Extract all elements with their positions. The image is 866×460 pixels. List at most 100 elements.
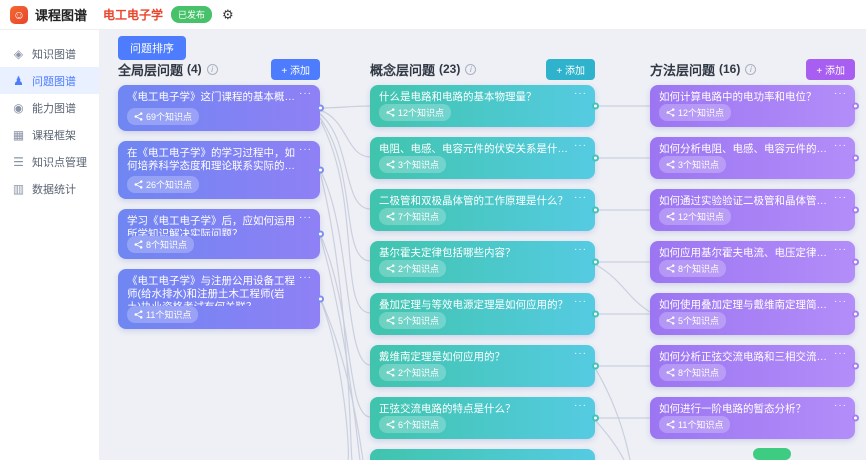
link-anchor[interactable] [317,166,324,174]
question-card[interactable]: ··· 如何分析电阻、电感、电容元件的伏安关系？ 3个知识点 [650,137,859,179]
knowledge-count-badge[interactable]: 12个知识点 [379,104,452,121]
link-anchor[interactable] [592,414,599,422]
sidebar-item-ability-graph[interactable]: ◉ 能力图谱 [0,94,99,121]
link-anchor[interactable] [592,258,599,266]
sidebar-item-problem-graph[interactable]: ♟ 问题图谱 [0,67,99,94]
link-anchor[interactable] [852,414,859,422]
question-card[interactable]: ··· 在《电工电子学》的学习过程中，如何培养科学态度和理论联系实际的工作作风？… [118,141,324,199]
share-icon [386,420,395,429]
question-card[interactable]: ··· 如何通过实验验证二极管和晶体管的工作原理？ 12个知识点 [650,189,859,231]
more-button[interactable]: ··· [574,296,587,307]
add-question-button[interactable]: + 添加 [806,58,855,80]
knowledge-count-badge[interactable]: 8个知识点 [127,236,195,253]
course-name[interactable]: 电工电子学 [103,8,164,22]
more-button[interactable]: ··· [834,400,847,411]
more-button[interactable]: ··· [574,244,587,255]
add-question-button[interactable]: + 添加 [271,58,320,80]
settings-gear-icon[interactable]: ⚙ [222,6,234,22]
link-anchor[interactable] [317,104,324,112]
knowledge-count-badge[interactable]: 69个知识点 [127,108,200,125]
question-card[interactable]: ··· 如何使用叠加定理与戴维南定理简化电路分析？ 5个知识点 [650,293,859,335]
more-button[interactable]: ··· [834,192,847,203]
link-anchor[interactable] [592,362,599,370]
sidebar-item-data-statistics[interactable]: ▥ 数据统计 [0,175,99,202]
info-icon[interactable]: i [465,63,477,75]
knowledge-count-badge[interactable]: 3个知识点 [659,156,727,173]
partially-visible-card[interactable] [370,449,595,460]
link-anchor[interactable] [317,230,324,238]
knowledge-count-badge[interactable]: 11个知识点 [127,306,199,323]
knowledge-count-badge[interactable]: 8个知识点 [659,364,727,381]
question-card[interactable]: ··· 正弦交流电路的特点是什么？ 6个知识点 [370,397,599,439]
more-button[interactable]: ··· [574,400,587,411]
more-button[interactable]: ··· [834,348,847,359]
info-icon[interactable]: i [206,63,218,75]
knowledge-count-badge[interactable]: 12个知识点 [659,208,732,225]
knowledge-count-badge[interactable]: 5个知识点 [659,312,727,329]
question-card[interactable]: ··· 如何分析正弦交流电路和三相交流电路的特性？ 8个知识点 [650,345,859,387]
more-button[interactable]: ··· [299,144,312,155]
knowledge-count-badge[interactable]: 5个知识点 [379,312,447,329]
question-card[interactable]: ··· 如何应用基尔霍夫电流、电压定律进行电路分析？ 8个知识点 [650,241,859,283]
question-card[interactable]: ··· 戴维南定理是如何应用的？ 2个知识点 [370,345,599,387]
question-card[interactable]: ··· 二极管和双极晶体管的工作原理是什么？ 7个知识点 [370,189,599,231]
question-card[interactable]: ··· 叠加定理与等效电源定理是如何应用的？ 5个知识点 [370,293,599,335]
more-button[interactable]: ··· [574,348,587,359]
more-button[interactable]: ··· [834,296,847,307]
more-button[interactable]: ··· [834,140,847,151]
link-anchor[interactable] [317,295,324,303]
more-button[interactable]: ··· [574,192,587,203]
column-method-questions: 方法层问题 (16) i + 添加 ··· 如何计算电路中的电功率和电位？ 12… [650,58,859,449]
share-icon [386,212,395,221]
link-anchor[interactable] [852,154,859,162]
sidebar: ◈ 知识图谱 ♟ 问题图谱 ◉ 能力图谱 ▦ 课程框架 ☰ 知识点管理 ▥ 数据… [0,30,100,460]
sidebar-item-knowledge-point-mgmt[interactable]: ☰ 知识点管理 [0,148,99,175]
info-icon[interactable]: i [745,63,757,75]
share-icon [134,112,143,121]
knowledge-count-badge[interactable]: 2个知识点 [379,364,447,381]
question-card[interactable]: ··· 如何进行一阶电路的暂态分析？ 11个知识点 [650,397,859,439]
share-icon [666,420,675,429]
knowledge-count-badge[interactable]: 7个知识点 [379,208,447,225]
question-card[interactable]: ··· 如何计算电路中的电功率和电位？ 12个知识点 [650,85,859,127]
knowledge-count-badge[interactable]: 6个知识点 [379,416,447,433]
link-anchor[interactable] [852,310,859,318]
question-title: 学习《电工电子学》后，应如何运用所学知识解决实际问题？ [127,215,295,236]
more-button[interactable]: ··· [574,88,587,99]
knowledge-count-badge[interactable]: 8个知识点 [659,260,727,277]
question-title: 什么是电路和电路的基本物理量？ [379,91,537,103]
more-button[interactable]: ··· [299,272,312,283]
link-anchor[interactable] [852,206,859,214]
sidebar-item-course-framework[interactable]: ▦ 课程框架 [0,121,99,148]
sidebar-item-label: 课程框架 [32,129,76,142]
more-button[interactable]: ··· [834,244,847,255]
add-question-button[interactable]: + 添加 [546,58,595,80]
share-icon [666,368,675,377]
question-card[interactable]: ··· 《电工电子学》这门课程的基本概念有哪些？ 69个知识点 [118,85,324,131]
knowledge-count-badge[interactable]: 2个知识点 [379,260,447,277]
column-header: 方法层问题 (16) i + 添加 [650,58,855,80]
link-anchor[interactable] [592,310,599,318]
more-button[interactable]: ··· [299,88,312,99]
knowledge-count-badge[interactable]: 12个知识点 [659,104,732,121]
knowledge-count-badge[interactable]: 3个知识点 [379,156,447,173]
column-title: 概念层问题 [370,62,436,78]
link-anchor[interactable] [592,206,599,214]
question-card[interactable]: ··· 电阻、电感、电容元件的伏安关系是什么？ 3个知识点 [370,137,599,179]
question-card[interactable]: ··· 《电工电子学》与注册公用设备工程师(给水排水)和注册土木工程师(岩土)执… [118,269,324,329]
knowledge-count-badge[interactable]: 26个知识点 [127,176,200,193]
sidebar-item-knowledge-graph[interactable]: ◈ 知识图谱 [0,40,99,67]
question-card[interactable]: ··· 基尔霍夫定律包括哪些内容？ 2个知识点 [370,241,599,283]
link-anchor[interactable] [852,362,859,370]
question-card[interactable]: ··· 学习《电工电子学》后，应如何运用所学知识解决实际问题？ 8个知识点 [118,209,324,259]
more-button[interactable]: ··· [574,140,587,151]
more-button[interactable]: ··· [834,88,847,99]
question-sort-button[interactable]: 问题排序 [118,36,186,60]
question-card[interactable]: ··· 什么是电路和电路的基本物理量？ 12个知识点 [370,85,599,127]
knowledge-count-badge[interactable]: 11个知识点 [659,416,731,433]
more-button[interactable]: ··· [299,212,312,223]
link-anchor[interactable] [592,102,599,110]
link-anchor[interactable] [852,102,859,110]
link-anchor[interactable] [592,154,599,162]
link-anchor[interactable] [852,258,859,266]
